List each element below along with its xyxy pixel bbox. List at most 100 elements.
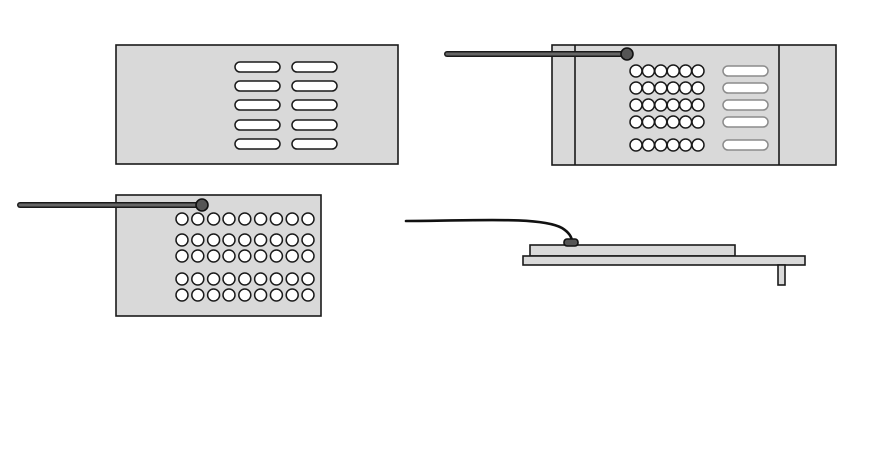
hole [678, 115, 693, 129]
hole [175, 212, 189, 226]
vent-slot [291, 138, 338, 150]
hole [301, 249, 315, 263]
vent-slot [234, 138, 281, 150]
vent-slot [291, 61, 338, 73]
hole [238, 288, 252, 302]
hole [654, 64, 668, 78]
hole [269, 272, 284, 286]
hole [206, 233, 221, 247]
hole [206, 212, 221, 226]
hole [191, 212, 205, 226]
vent-slot [291, 99, 338, 111]
hole [678, 98, 693, 112]
vent-slot [234, 119, 281, 131]
hole [222, 272, 236, 286]
hole [629, 64, 643, 78]
hole [253, 233, 268, 247]
hole [654, 138, 668, 152]
hole [301, 288, 315, 302]
hole [678, 64, 693, 78]
hole [641, 98, 656, 112]
vent-slot [722, 82, 769, 94]
hole [238, 212, 252, 226]
vent-slot [722, 139, 769, 151]
hole [285, 249, 299, 263]
vent-slots [722, 65, 769, 151]
side-profile-view [404, 218, 806, 286]
hole [691, 64, 705, 78]
hole [641, 138, 656, 152]
hole [654, 115, 668, 129]
hole [222, 249, 236, 263]
side-wire [404, 218, 574, 244]
hole [301, 233, 315, 247]
hole [641, 81, 656, 95]
hole [269, 288, 284, 302]
hole [654, 81, 668, 95]
front-with-cable-view [444, 44, 837, 166]
base-plate [522, 255, 806, 266]
hole [666, 138, 680, 152]
hole [222, 288, 236, 302]
hole [238, 249, 252, 263]
hole [691, 138, 705, 152]
hole [629, 138, 643, 152]
vent-slots [234, 61, 338, 150]
cable [17, 198, 209, 212]
hole [691, 98, 705, 112]
hole [285, 288, 299, 302]
hole [206, 249, 221, 263]
hole-array [629, 64, 705, 152]
hole [666, 98, 680, 112]
hole [285, 212, 299, 226]
cable [444, 47, 634, 61]
hole [301, 272, 315, 286]
hole [191, 288, 205, 302]
hole [191, 249, 205, 263]
hole [238, 233, 252, 247]
hole [285, 272, 299, 286]
vent-slot [722, 65, 769, 77]
hole [691, 115, 705, 129]
front-slotted-view [115, 44, 399, 165]
vent-slot [291, 119, 338, 131]
hole [629, 98, 643, 112]
hole [641, 64, 656, 78]
hole [253, 212, 268, 226]
hole [191, 233, 205, 247]
hole [253, 249, 268, 263]
hole [206, 288, 221, 302]
hole [269, 212, 284, 226]
hole [654, 98, 668, 112]
cable-grommet [195, 198, 209, 212]
hole-array [175, 212, 315, 302]
hole [191, 272, 205, 286]
hole [175, 272, 189, 286]
hole [222, 212, 236, 226]
hole [269, 249, 284, 263]
hole [666, 81, 680, 95]
front-perforated-view [17, 194, 322, 317]
hole [666, 64, 680, 78]
hole [691, 81, 705, 95]
hole [301, 212, 315, 226]
hole [629, 115, 643, 129]
vent-slot [234, 61, 281, 73]
vent-slot [234, 99, 281, 111]
vent-slot [722, 116, 769, 128]
hole [222, 233, 236, 247]
hole [206, 272, 221, 286]
vent-slot [234, 80, 281, 92]
hole [678, 81, 693, 95]
hole [175, 249, 189, 263]
top-plate [529, 244, 736, 257]
hole [175, 233, 189, 247]
hole [285, 233, 299, 247]
hole [175, 288, 189, 302]
hole [641, 115, 656, 129]
mounting-post [777, 264, 786, 286]
hole [269, 233, 284, 247]
hole [253, 288, 268, 302]
hole [666, 115, 680, 129]
